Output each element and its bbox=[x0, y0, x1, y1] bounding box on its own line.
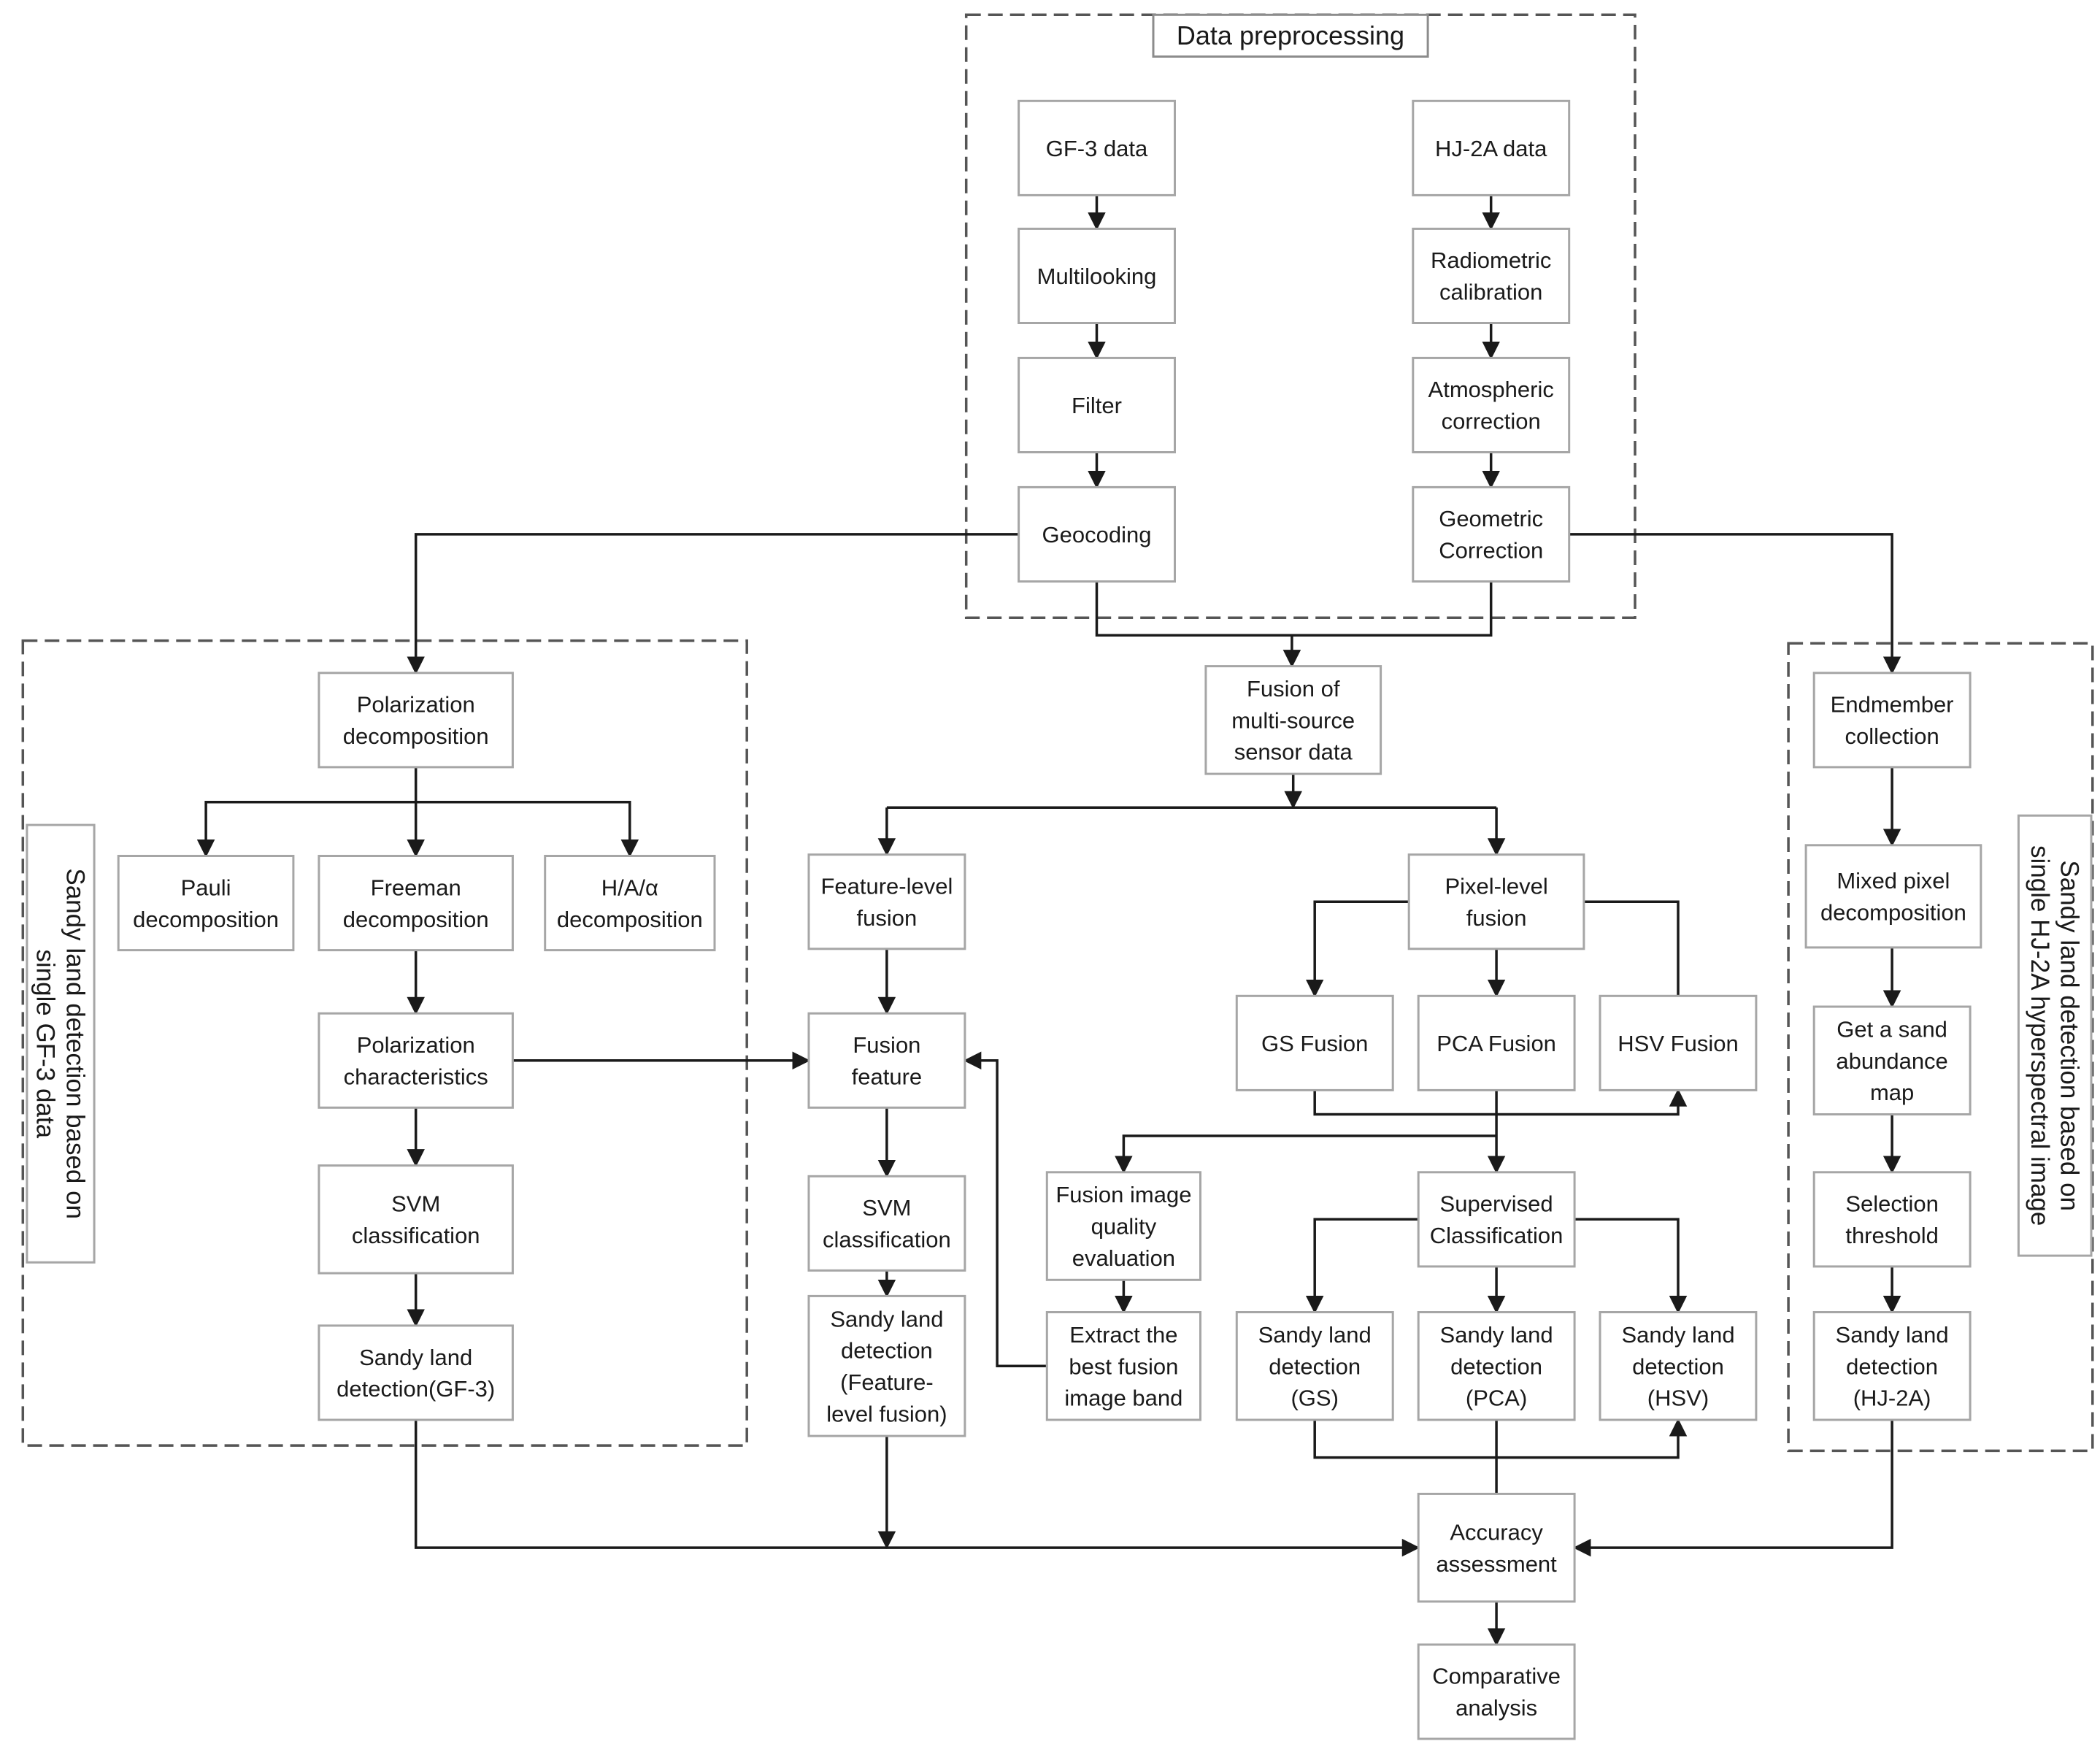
connector-arrow bbox=[1291, 581, 1493, 637]
process-box-pca-fusion: PCA Fusion bbox=[1417, 994, 1576, 1091]
connector-arrow bbox=[1305, 900, 1409, 998]
process-box-hj2a-data: HJ-2A data bbox=[1412, 99, 1571, 196]
connector-arrow bbox=[1095, 581, 1301, 668]
process-box-text: GF-3 data bbox=[1046, 136, 1148, 161]
process-box-gf3-data: GF-3 data bbox=[1018, 99, 1176, 196]
process-box-hsv-fusion: HSV Fusion bbox=[1599, 994, 1758, 1091]
gf3-group-box bbox=[21, 639, 748, 1447]
process-box-text: Filter bbox=[1072, 393, 1122, 418]
connector-arrow bbox=[1115, 1134, 1497, 1174]
process-box-multilooking: Multilooking bbox=[1018, 227, 1176, 324]
connector-arrow bbox=[415, 801, 639, 858]
connector-arrow bbox=[1572, 1420, 1893, 1557]
svg-text:Data preprocessing: Data preprocessing bbox=[1177, 20, 1404, 50]
connector-arrow bbox=[407, 533, 1019, 675]
process-box-text: HJ-2A data bbox=[1435, 136, 1547, 161]
hj2a-group-label: Sandy land detection based onsingle HJ-2… bbox=[2017, 814, 2093, 1257]
connector-arrow bbox=[196, 801, 416, 858]
connector-arrows bbox=[196, 195, 1901, 1646]
connector-arrow bbox=[1569, 533, 1901, 675]
connector-arrow bbox=[1583, 900, 1680, 996]
process-box-text: GS Fusion bbox=[1261, 1031, 1368, 1056]
process-box-filter: Filter bbox=[1018, 356, 1176, 453]
gf3-group-label: Sandy land detection based onsingle GF-3… bbox=[26, 823, 96, 1264]
process-box-text: PCA Fusion bbox=[1436, 1031, 1556, 1056]
svg-text:Sandy land detection based ons: Sandy land detection based onsingle GF-3… bbox=[31, 868, 90, 1219]
connector-arrow bbox=[963, 1051, 1047, 1368]
process-box-gs-fusion: GS Fusion bbox=[1235, 994, 1394, 1091]
process-box-geocoding: Geocoding bbox=[1018, 485, 1176, 583]
preprocessing-title: Data preprocessing bbox=[1152, 13, 1429, 58]
process-box-text: Multilooking bbox=[1037, 264, 1157, 289]
hj2a-group-box bbox=[1787, 642, 2094, 1453]
connector-arrow bbox=[414, 1420, 1420, 1557]
svg-text:Sandy land detection based ons: Sandy land detection based onsingle HJ-2… bbox=[2026, 845, 2084, 1226]
process-box-text: HSV Fusion bbox=[1618, 1031, 1738, 1056]
process-box-text: Geocoding bbox=[1042, 522, 1152, 548]
